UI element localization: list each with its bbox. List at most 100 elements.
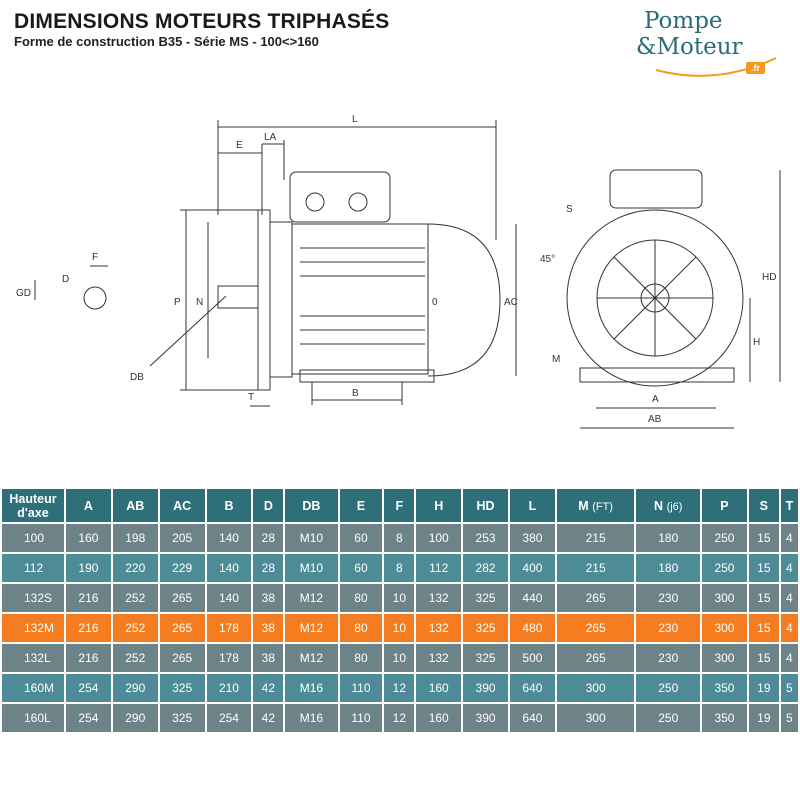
cell-p: 350 bbox=[702, 704, 747, 732]
cell-s: 15 bbox=[748, 554, 779, 582]
column-header-n: N (j6) bbox=[636, 489, 701, 522]
cell-s: 19 bbox=[748, 674, 779, 702]
cell-db: M12 bbox=[285, 584, 338, 612]
column-header-b: B bbox=[206, 489, 252, 522]
brand-logo[interactable]: Pompe &Moteur .fr bbox=[636, 8, 786, 80]
cell-l: 500 bbox=[509, 644, 555, 672]
dim-label-O: 0 bbox=[432, 297, 438, 308]
cell-db: M16 bbox=[285, 674, 338, 702]
column-header-e: E bbox=[339, 489, 383, 522]
logo-badge-fr: .fr bbox=[746, 62, 765, 74]
cell-hd: 390 bbox=[463, 704, 508, 732]
cell-m: 265 bbox=[556, 644, 635, 672]
cell-a: 160 bbox=[66, 524, 111, 552]
dim-label-HD: HD bbox=[762, 272, 776, 283]
cell-m: 265 bbox=[556, 614, 635, 642]
logo-word-pompe: Pompe bbox=[644, 8, 723, 34]
cell-hd: 390 bbox=[463, 674, 508, 702]
cell-s: 19 bbox=[748, 704, 779, 732]
cell-e: 80 bbox=[339, 584, 383, 612]
cell-frame-size: 132L bbox=[2, 644, 64, 672]
cell-l: 400 bbox=[509, 554, 555, 582]
cell-b: 254 bbox=[206, 704, 252, 732]
dim-label-angle: 45° bbox=[540, 254, 555, 265]
cell-t: 5 bbox=[780, 674, 798, 702]
cell-d: 28 bbox=[253, 524, 284, 552]
cell-h: 132 bbox=[416, 614, 462, 642]
cell-hd: 325 bbox=[463, 614, 508, 642]
cell-e: 60 bbox=[339, 524, 383, 552]
cell-db: M12 bbox=[285, 644, 338, 672]
cell-l: 440 bbox=[509, 584, 555, 612]
cell-db: M10 bbox=[285, 554, 338, 582]
cell-p: 300 bbox=[702, 584, 747, 612]
dim-label-M: M bbox=[552, 354, 560, 365]
cell-m: 215 bbox=[556, 524, 635, 552]
cell-frame-size: 160L bbox=[2, 704, 64, 732]
cell-f: 10 bbox=[384, 644, 415, 672]
cell-n: 180 bbox=[636, 524, 701, 552]
cell-db: M16 bbox=[285, 704, 338, 732]
cell-db: M10 bbox=[285, 524, 338, 552]
dim-label-B: B bbox=[352, 388, 359, 399]
column-header-m: M (FT) bbox=[556, 489, 635, 522]
cell-h: 132 bbox=[416, 584, 462, 612]
cell-ac: 325 bbox=[159, 704, 205, 732]
cell-d: 38 bbox=[253, 584, 284, 612]
cell-f: 10 bbox=[384, 614, 415, 642]
column-header-p: P bbox=[702, 489, 747, 522]
cell-d: 42 bbox=[253, 674, 284, 702]
cell-d: 38 bbox=[253, 644, 284, 672]
dim-label-F: F bbox=[92, 252, 98, 263]
cell-db: M12 bbox=[285, 614, 338, 642]
dim-label-DB: DB bbox=[130, 372, 144, 383]
cell-b: 178 bbox=[206, 644, 252, 672]
cell-l: 480 bbox=[509, 614, 555, 642]
cell-b: 140 bbox=[206, 584, 252, 612]
cell-s: 15 bbox=[748, 614, 779, 642]
cell-h: 100 bbox=[416, 524, 462, 552]
column-header-ac: AC bbox=[159, 489, 205, 522]
column-header-f: F bbox=[384, 489, 415, 522]
cell-ac: 325 bbox=[159, 674, 205, 702]
cell-p: 250 bbox=[702, 554, 747, 582]
dim-label-LA: LA bbox=[264, 132, 277, 143]
cell-ab: 290 bbox=[112, 704, 158, 732]
dim-label-H: H bbox=[753, 337, 760, 348]
cell-a: 254 bbox=[66, 674, 111, 702]
cell-h: 132 bbox=[416, 644, 462, 672]
cell-e: 80 bbox=[339, 614, 383, 642]
cell-b: 140 bbox=[206, 524, 252, 552]
cell-s: 15 bbox=[748, 524, 779, 552]
cell-hd: 253 bbox=[463, 524, 508, 552]
cell-h: 112 bbox=[416, 554, 462, 582]
column-header-hd: HD bbox=[463, 489, 508, 522]
dim-label-A: A bbox=[652, 394, 659, 405]
cell-d: 38 bbox=[253, 614, 284, 642]
cell-t: 5 bbox=[780, 704, 798, 732]
cell-e: 60 bbox=[339, 554, 383, 582]
cell-f: 12 bbox=[384, 674, 415, 702]
cell-l: 640 bbox=[509, 674, 555, 702]
cell-e: 110 bbox=[339, 674, 383, 702]
cell-t: 4 bbox=[780, 614, 798, 642]
column-header-s: S bbox=[748, 489, 779, 522]
cell-l: 640 bbox=[509, 704, 555, 732]
cell-f: 12 bbox=[384, 704, 415, 732]
cell-n: 250 bbox=[636, 704, 701, 732]
cell-n: 180 bbox=[636, 554, 701, 582]
cell-frame-size: 100 bbox=[2, 524, 64, 552]
cell-p: 250 bbox=[702, 524, 747, 552]
dim-label-AC: AC bbox=[504, 297, 518, 308]
cell-m: 215 bbox=[556, 554, 635, 582]
column-header-t: T bbox=[780, 489, 798, 522]
cell-d: 42 bbox=[253, 704, 284, 732]
cell-l: 380 bbox=[509, 524, 555, 552]
dim-label-D: D bbox=[62, 274, 69, 285]
cell-hd: 325 bbox=[463, 644, 508, 672]
